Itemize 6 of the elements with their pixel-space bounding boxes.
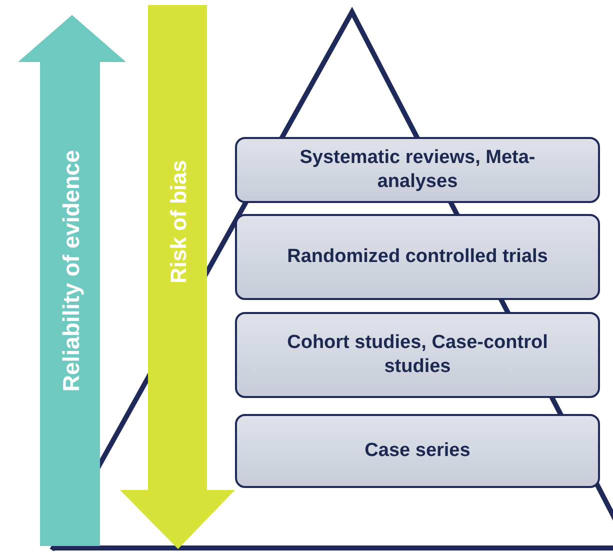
axis-label: Reliability of evidence [58,150,85,392]
evidence-level-box: Systematic reviews, Meta-analyses [235,137,600,203]
evidence-level-box: Cohort studies, Case-control studies [235,312,600,398]
evidence-level-box: Randomized controlled trials [235,214,600,300]
evidence-level-box: Case series [235,414,600,488]
axis-label: Risk of bias [166,160,192,284]
